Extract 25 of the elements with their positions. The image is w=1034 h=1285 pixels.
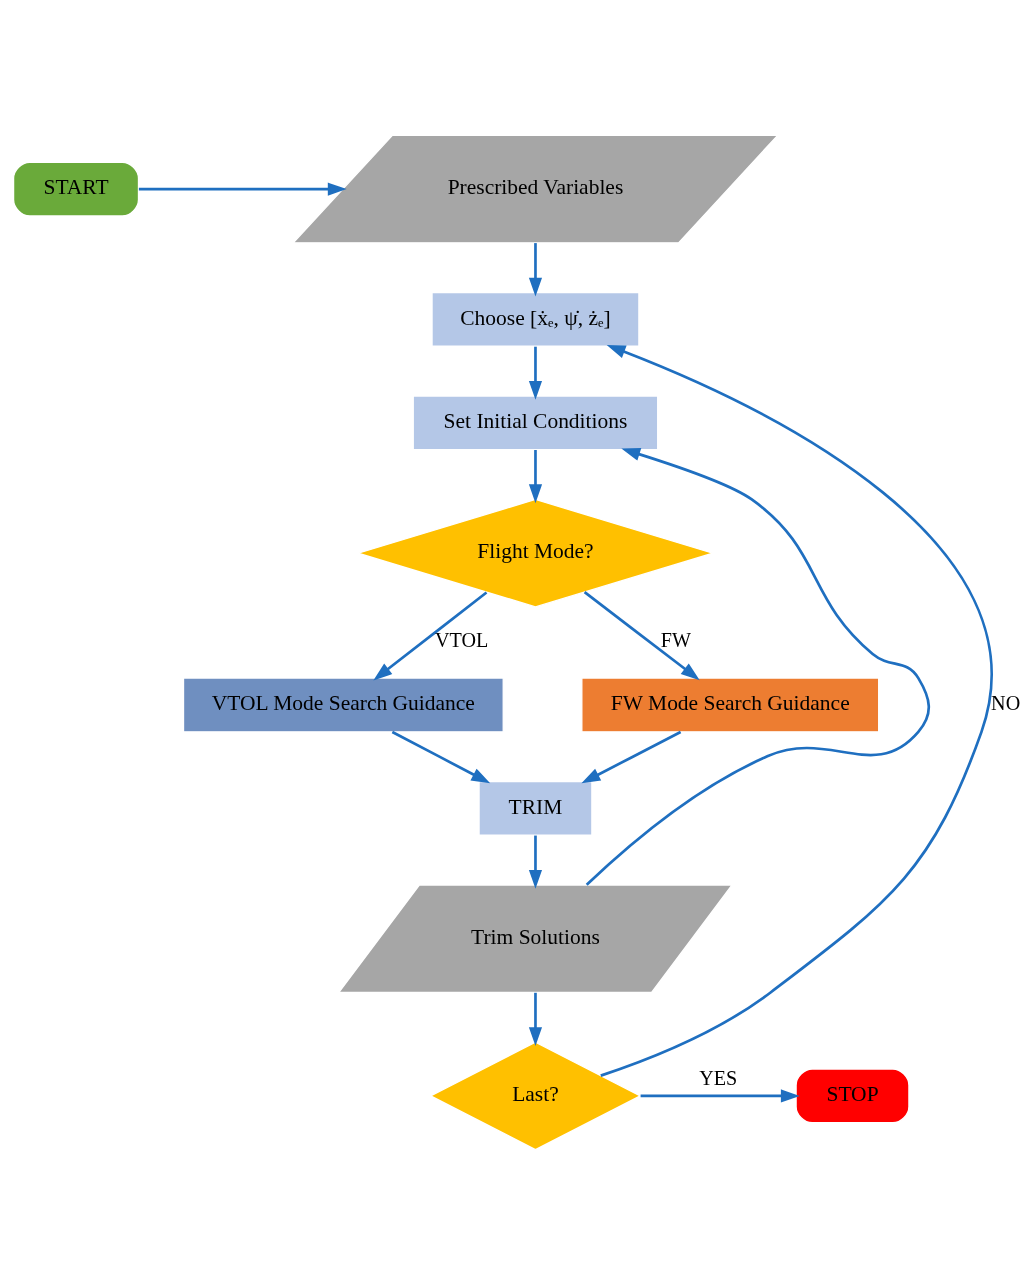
- edge-label: VTOL: [434, 629, 489, 652]
- edge-label: FW: [660, 629, 691, 652]
- arrow: [585, 447, 931, 886]
- edge-label: YES: [699, 1067, 738, 1090]
- arrow: [583, 591, 700, 681]
- node-box: FW Mode Search Guidance: [581, 677, 880, 733]
- node-box: START: [12, 161, 140, 217]
- arrow: [600, 345, 993, 1077]
- arrow: [373, 591, 488, 681]
- arrow: [391, 730, 491, 784]
- arrow: [138, 182, 347, 196]
- arrow: [528, 450, 543, 504]
- node-box: Choose [ẋₑ, ψ̇, żₑ]: [431, 291, 640, 347]
- arrow: [528, 835, 543, 889]
- arrow: [528, 243, 543, 297]
- arrow: [528, 992, 543, 1047]
- arrow: [528, 346, 543, 400]
- edge-label: NO: [991, 691, 1021, 714]
- node-box: Set Initial Conditions: [412, 395, 659, 451]
- node-diamond: Last?: [429, 1041, 642, 1151]
- arrow: [581, 730, 682, 784]
- arrow: [640, 1089, 800, 1103]
- node-box: TRIM: [478, 780, 593, 836]
- node-box: VTOL Mode Search Guidance: [182, 677, 504, 733]
- node-box: STOP: [795, 1068, 910, 1124]
